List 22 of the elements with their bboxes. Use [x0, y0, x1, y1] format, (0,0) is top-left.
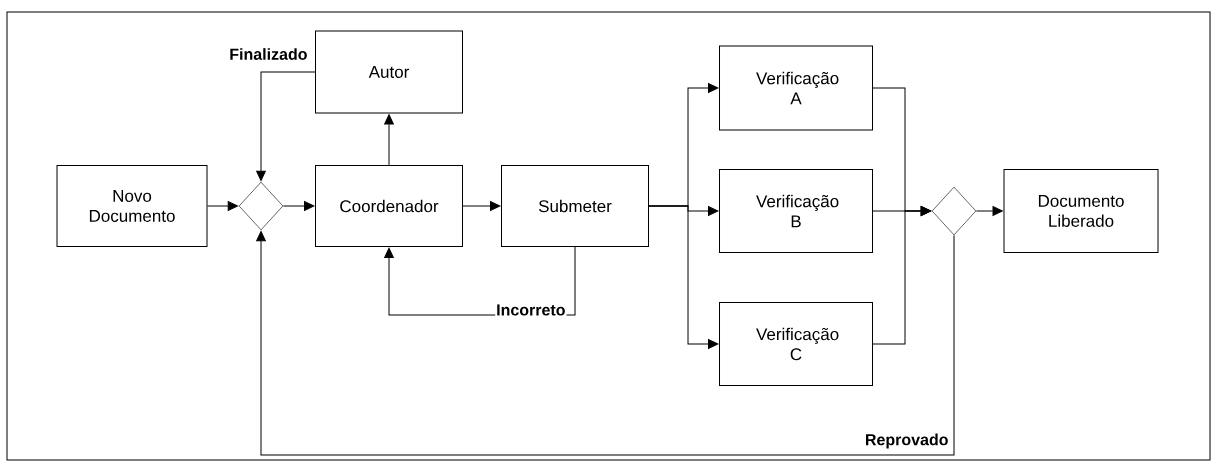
process-box: Coordenador	[315, 165, 463, 247]
arrow	[975, 206, 1003, 216]
arrow	[648, 205, 719, 349]
process-box: Verificação C	[719, 302, 873, 386]
arrow	[872, 206, 931, 345]
process-box: Verificação B	[719, 169, 873, 253]
arrow	[282, 201, 315, 211]
process-box: Documento Liberado	[1003, 169, 1159, 253]
process-box: Novo Documento	[56, 165, 208, 247]
process-box: Autor	[315, 30, 463, 114]
arrow	[207, 201, 238, 211]
arrow	[256, 231, 955, 456]
decision-diamond	[931, 186, 977, 236]
decision-diamond	[238, 181, 284, 231]
edge-label: Finalizado	[228, 47, 309, 61]
arrow	[384, 114, 394, 166]
process-box: Verificação A	[719, 45, 873, 131]
process-box: Submeter	[501, 165, 649, 247]
arrow	[256, 71, 316, 181]
edge-label: Incorreto	[495, 303, 567, 317]
edge-label: Reprovado	[863, 432, 950, 450]
arrow	[462, 201, 501, 211]
